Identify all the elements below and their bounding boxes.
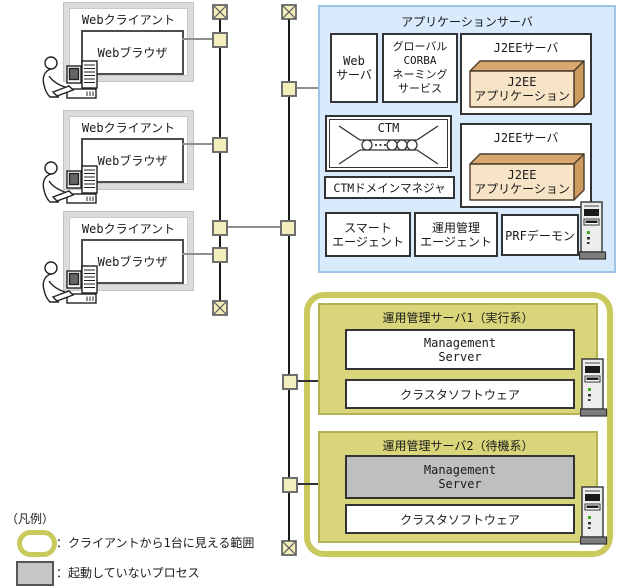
cross-network-link	[228, 226, 281, 228]
web-browser-box: Webブラウザ	[81, 30, 184, 75]
web-browser-label: Webブラウザ	[97, 154, 168, 168]
network-node	[282, 477, 298, 493]
network-line-right	[288, 12, 290, 548]
web-client-2: Webクライアント Webブラウザ	[64, 111, 193, 189]
management-server-2-title: 運用管理サーバ2（待機系）	[382, 439, 534, 453]
j2ee-application-3d-icon	[469, 153, 585, 201]
ctm-box: CTM	[325, 115, 452, 172]
server-tower-icon	[579, 201, 607, 260]
server-tower-icon	[580, 486, 608, 545]
network-terminator-icon	[212, 4, 228, 20]
user-at-computer-icon	[42, 161, 98, 204]
mgmt1-network-link	[298, 380, 318, 382]
cluster-software-box: クラスタソフトウェア	[345, 504, 575, 534]
operation-agent-label: 運用管理 エージェント	[420, 220, 492, 249]
cluster-software-label: クラスタソフトウェア	[400, 512, 520, 527]
network-line-left	[219, 12, 221, 308]
management-server-label: Management Server	[423, 335, 497, 364]
web-client-title: Webクライアント	[81, 13, 176, 27]
mgmt2-network-link	[298, 483, 318, 485]
management-server-label: Management Server	[423, 463, 497, 491]
management-server-inactive-process-box: Management Server	[345, 455, 575, 499]
cluster-software-label: クラスタソフトウェア	[400, 387, 520, 402]
ctm-inner-frame: CTM	[329, 119, 448, 168]
application-server-title: アプリケーションサーバ	[401, 15, 533, 29]
ctm-domain-manager-label: CTMドメインマネジャ	[333, 180, 446, 195]
network-terminator-icon	[281, 4, 297, 20]
management-server-2-box: 運用管理サーバ2（待機系） Management Server クラスタソフトウ…	[318, 431, 598, 543]
j2ee-application-label: J2EE アプリケーション	[474, 75, 570, 103]
management-server-1-box: 運用管理サーバ1（実行系） Management Server クラスタソフトウ…	[318, 303, 598, 415]
management-server-process-box: Management Server	[345, 329, 575, 370]
network-node	[212, 32, 228, 48]
legend-inactive-process-icon	[16, 561, 54, 586]
prf-daemon-box: PRFデーモン	[501, 214, 579, 256]
operation-agent-box: 運用管理 エージェント	[414, 212, 498, 257]
network-node	[280, 220, 296, 236]
ctm-queue-icon	[338, 125, 439, 165]
corba-naming-service-box: グローバル CORBA ネーミング サービス	[382, 33, 458, 103]
web-browser-box: Webブラウザ	[81, 239, 184, 284]
client3-network-link	[182, 253, 214, 255]
network-node	[212, 247, 228, 263]
web-browser-label: Webブラウザ	[97, 46, 168, 60]
web-client-title: Webクライアント	[81, 121, 176, 135]
app-server-network-link	[297, 87, 318, 89]
legend-visible-scope-label: ：クライアントから1台に見える範囲	[56, 536, 255, 550]
web-browser-label: Webブラウザ	[97, 255, 168, 269]
legend-visible-scope-icon	[17, 530, 57, 557]
smart-agent-box: スマート エージェント	[325, 212, 411, 257]
web-server-box: Web サーバ	[330, 33, 378, 103]
user-at-computer-icon	[42, 56, 98, 99]
ctm-domain-manager-box: CTMドメインマネジャ	[324, 176, 455, 199]
j2ee-application-3d-icon	[469, 60, 585, 108]
client2-network-link	[182, 143, 214, 145]
j2ee-server-1-box: J2EEサーバ J2EE アプリケーション	[460, 33, 592, 115]
web-server-label: Web サーバ	[336, 54, 372, 82]
j2ee-server-2-box: J2EEサーバ J2EE アプリケーション	[460, 123, 592, 208]
corba-naming-service-label: グローバル CORBA ネーミング サービス	[392, 40, 448, 95]
j2ee-application-label: J2EE アプリケーション	[474, 168, 570, 196]
prf-daemon-label: PRFデーモン	[505, 228, 575, 243]
j2ee-server-label: J2EEサーバ	[493, 41, 559, 55]
network-node	[212, 220, 228, 236]
ctm-label: CTM	[377, 121, 400, 135]
management-server-1-title: 運用管理サーバ1（実行系）	[382, 311, 534, 325]
network-terminator-icon	[281, 540, 297, 556]
network-terminator-icon	[212, 300, 228, 316]
web-client-title: Webクライアント	[81, 222, 176, 236]
legend-inactive-process-label: ：起動していないプロセス	[56, 566, 200, 580]
server-tower-icon	[580, 358, 608, 417]
smart-agent-label: スマート エージェント	[332, 220, 404, 249]
cluster-software-box: クラスタソフトウェア	[345, 379, 575, 409]
network-node	[282, 374, 298, 390]
legend-heading: （凡例）	[6, 512, 55, 526]
web-browser-box: Webブラウザ	[81, 138, 184, 183]
network-node	[212, 137, 228, 153]
j2ee-server-label: J2EEサーバ	[493, 131, 559, 145]
client1-network-link	[182, 38, 214, 40]
user-at-computer-icon	[42, 261, 98, 304]
network-node	[281, 81, 297, 97]
